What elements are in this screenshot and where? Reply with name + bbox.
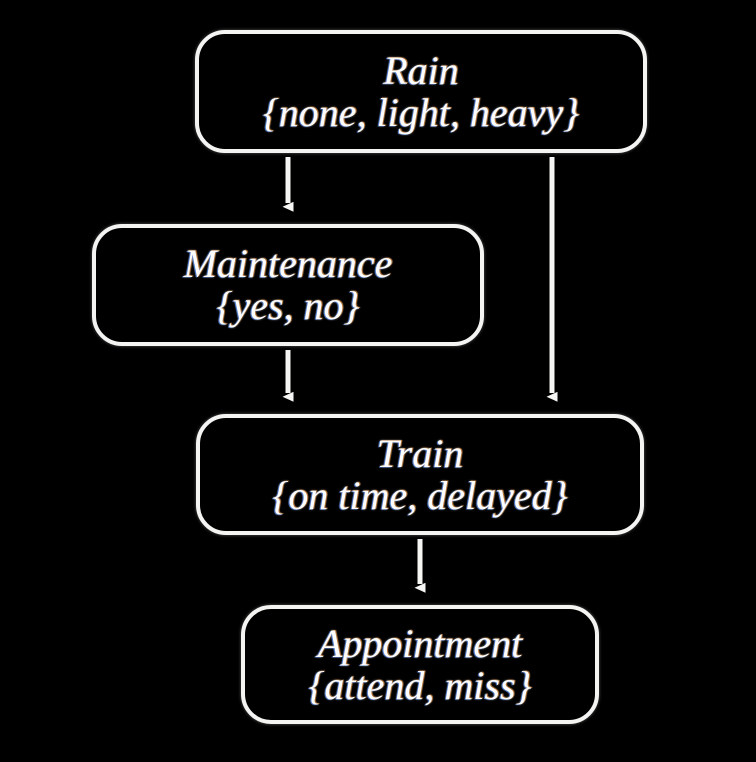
node-maintenance-label: Maintenance bbox=[183, 241, 393, 287]
node-rain[interactable]: Rain {none, light, heavy} bbox=[195, 30, 647, 153]
node-appointment-states: {attend, miss} bbox=[308, 662, 532, 708]
node-train[interactable]: Train {on time, delayed} bbox=[196, 414, 644, 535]
node-train-states: {on time, delayed} bbox=[272, 472, 568, 518]
node-appointment[interactable]: Appointment {attend, miss} bbox=[241, 605, 599, 724]
node-maintenance-states: {yes, no} bbox=[216, 283, 360, 328]
node-maintenance[interactable]: Maintenance {yes, no} bbox=[92, 224, 484, 346]
node-rain-label: Rain bbox=[383, 47, 459, 93]
node-train-label: Train bbox=[376, 430, 464, 476]
node-rain-states: {none, light, heavy} bbox=[262, 89, 580, 135]
node-appointment-label: Appointment bbox=[317, 620, 523, 666]
